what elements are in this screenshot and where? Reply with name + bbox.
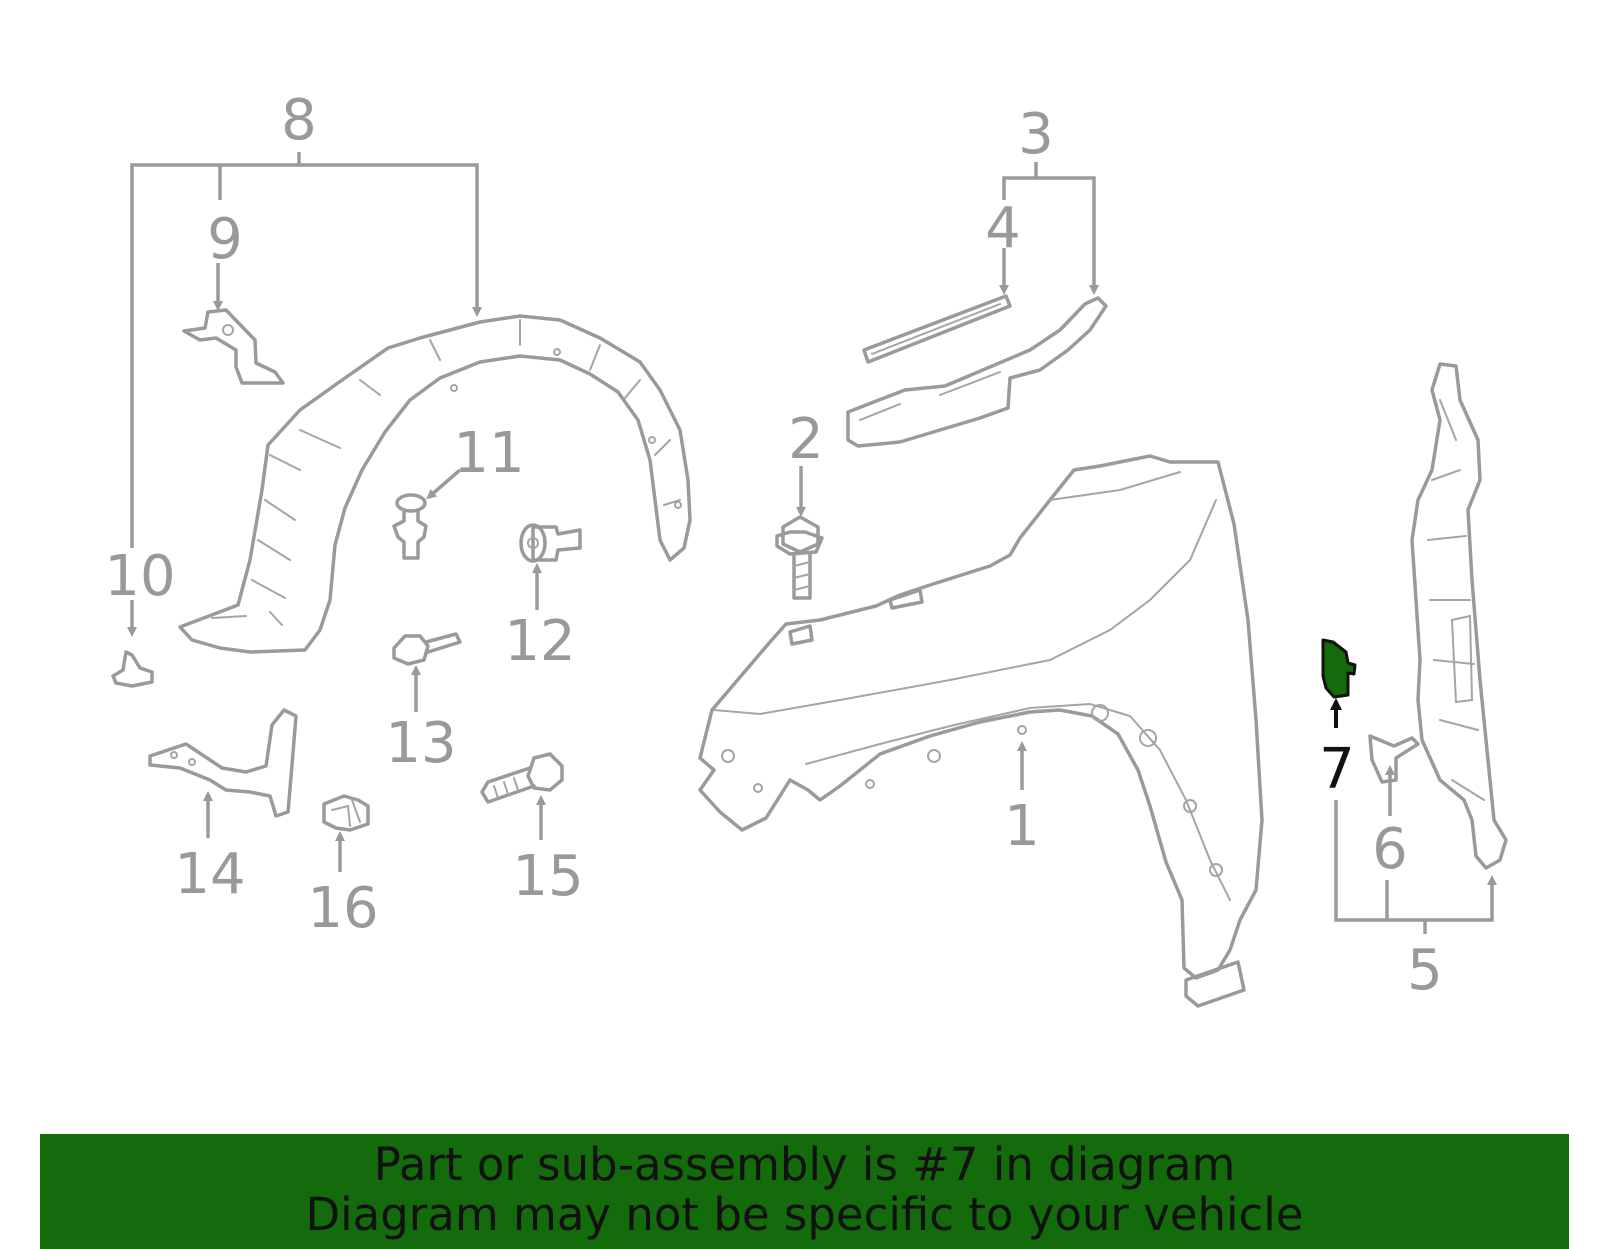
clip-part-10 bbox=[111, 650, 154, 688]
bracket-part-9 bbox=[182, 308, 285, 385]
callout-14: 14 bbox=[174, 842, 245, 907]
clip-nut-part-16 bbox=[322, 794, 370, 832]
callout-5: 5 bbox=[1407, 938, 1443, 1003]
banner-line-disclaimer: Diagram may not be specific to your vehi… bbox=[305, 1188, 1304, 1241]
clip-part-6 bbox=[1368, 734, 1420, 784]
callout-6: 6 bbox=[1372, 817, 1408, 882]
callout-4: 4 bbox=[985, 196, 1021, 261]
callout-7[interactable]: 7 bbox=[1319, 737, 1355, 802]
screw-part-13 bbox=[392, 632, 462, 666]
callout-12: 12 bbox=[504, 609, 575, 674]
nut-part-12 bbox=[519, 523, 582, 563]
banner-line-part: Part or sub-assembly is #7 in diagram bbox=[373, 1138, 1236, 1191]
callout-3: 3 bbox=[1018, 102, 1054, 167]
bracket-part-3 bbox=[846, 296, 1108, 448]
bolt-part-15 bbox=[480, 752, 564, 804]
callout-9: 9 bbox=[207, 207, 243, 272]
callout-11: 11 bbox=[453, 421, 524, 486]
seal-part-5 bbox=[1410, 362, 1508, 870]
push-clip-part-11 bbox=[392, 493, 428, 560]
info-banner: Part or sub-assembly is #7 in diagram Di… bbox=[40, 1134, 1569, 1249]
highlighted-part-7[interactable] bbox=[1321, 638, 1357, 699]
callout-2: 2 bbox=[788, 407, 824, 472]
callout-13: 13 bbox=[385, 711, 456, 776]
fender-liner-part-8 bbox=[178, 314, 692, 654]
leader-lines bbox=[127, 152, 1497, 934]
seal-part-4 bbox=[862, 294, 1012, 364]
callout-8: 8 bbox=[281, 88, 317, 153]
bolt-part-2 bbox=[775, 515, 824, 600]
fender-part-1 bbox=[698, 454, 1264, 1008]
bracket-part-14 bbox=[148, 708, 298, 818]
callout-16: 16 bbox=[307, 876, 378, 941]
callout-1: 1 bbox=[1004, 794, 1040, 859]
callout-labels: 1 2 3 4 5 6 7 8 9 10 11 12 13 14 15 16 bbox=[104, 88, 1442, 1003]
callout-10: 10 bbox=[104, 544, 175, 609]
callout-15: 15 bbox=[512, 844, 583, 909]
